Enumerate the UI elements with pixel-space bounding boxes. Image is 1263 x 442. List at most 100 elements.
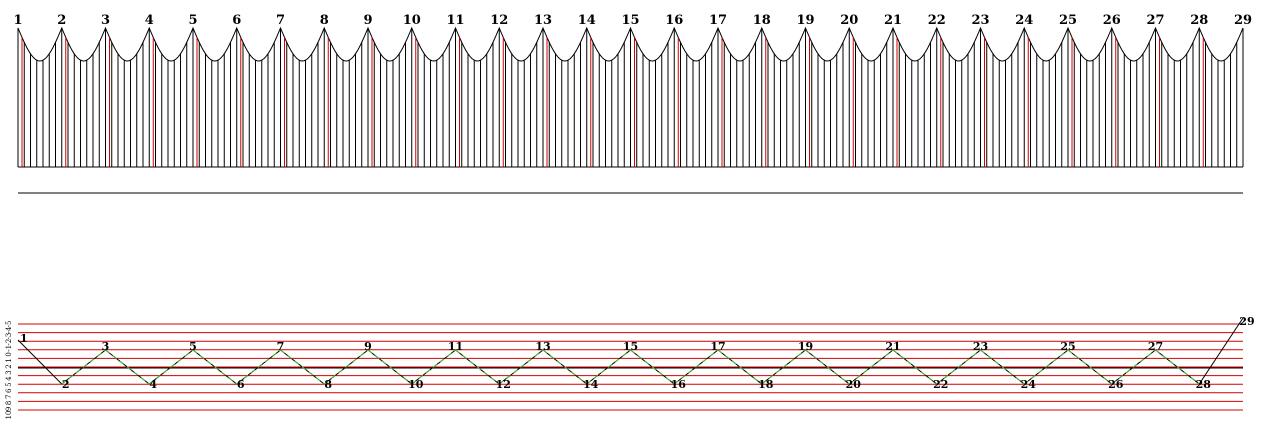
top-post-label: 12 xyxy=(490,13,508,28)
top-post-label: 21 xyxy=(884,13,902,28)
top-post-label: 1 xyxy=(13,13,22,28)
top-post-label: 15 xyxy=(621,13,639,28)
bottom-zigzag-green-edge xyxy=(455,349,500,385)
bottom-node-label: 28 xyxy=(1196,378,1212,391)
top-post-label: 28 xyxy=(1190,13,1208,28)
bottom-zigzag-green-edge xyxy=(542,349,588,385)
bottom-zigzag-green-edge xyxy=(148,349,194,385)
bottom-side-label: -1 xyxy=(5,345,13,352)
bottom-node-label: 22 xyxy=(933,378,948,391)
bottom-zigzag-green-edge xyxy=(1023,349,1069,385)
top-post-label: 3 xyxy=(101,13,110,28)
top-post-label: 26 xyxy=(1103,13,1121,28)
bottom-side-label: 10 xyxy=(5,411,13,420)
bottom-zigzag-green-edge xyxy=(105,349,150,385)
top-post-label: 19 xyxy=(796,13,814,28)
bottom-node-label: 24 xyxy=(1021,378,1037,391)
top-post-label: 17 xyxy=(709,13,727,28)
bottom-node-label: 7 xyxy=(277,340,285,353)
bottom-zigzag-edge xyxy=(1198,317,1244,385)
bottom-node-label: 3 xyxy=(102,340,110,353)
bottom-side-label: -3 xyxy=(5,333,13,340)
bottom-profile-panel: 1234567891011121314151617181920212223242… xyxy=(5,315,1255,419)
bottom-side-label: 4 xyxy=(5,376,13,381)
top-post-label: 20 xyxy=(840,13,858,28)
bottom-node-label: 16 xyxy=(671,378,687,391)
bottom-zigzag-green-edge xyxy=(498,349,544,385)
bottom-node-label: 19 xyxy=(798,340,813,353)
bottom-zigzag-green-edge xyxy=(280,349,325,385)
bottom-side-label: 6 xyxy=(5,388,13,393)
bottom-node-label: 5 xyxy=(189,340,197,353)
bottom-node-label: 4 xyxy=(149,378,157,391)
bottom-side-label: 3 xyxy=(5,370,13,374)
top-post-label: 7 xyxy=(276,13,285,28)
top-post-label: 18 xyxy=(753,13,771,28)
bottom-node-label: 11 xyxy=(448,340,463,353)
bottom-node-label: 25 xyxy=(1060,340,1075,353)
top-post-label: 27 xyxy=(1146,13,1164,28)
bottom-zigzag-green-edge xyxy=(1067,349,1113,385)
bottom-zigzag-green-edge xyxy=(367,349,413,385)
bottom-side-label: 9 xyxy=(5,407,13,411)
bottom-zigzag-green-edge xyxy=(586,349,631,385)
bottom-zigzag-green-edge xyxy=(848,349,894,385)
bottom-zigzag-edge xyxy=(17,339,63,385)
top-post-label: 23 xyxy=(971,13,989,28)
bottom-zigzag-green-edge xyxy=(717,349,763,385)
bottom-zigzag-green-edge xyxy=(805,349,850,385)
bottom-node-label: 18 xyxy=(758,378,774,391)
bottom-side-label: -5 xyxy=(5,321,13,328)
top-post-label: 9 xyxy=(363,13,372,28)
bottom-node-label: 9 xyxy=(364,340,372,353)
bottom-side-label: 2 xyxy=(5,364,13,368)
bottom-node-label: 15 xyxy=(623,340,638,353)
top-post-label: 4 xyxy=(145,13,154,28)
bottom-node-label: 6 xyxy=(237,378,245,391)
bottom-zigzag-green-edge xyxy=(1155,349,1200,385)
bottom-side-label: 5 xyxy=(5,382,13,386)
bottom-node-label: 21 xyxy=(885,340,900,353)
top-post-label: 22 xyxy=(928,13,946,28)
bottom-node-label: 23 xyxy=(973,340,988,353)
bottom-zigzag-green-edge xyxy=(1111,349,1156,385)
top-post-label: 2 xyxy=(57,13,66,28)
bottom-zigzag-green-edge xyxy=(980,349,1025,385)
bottom-side-label: -2 xyxy=(5,339,13,346)
bottom-node-label: 12 xyxy=(496,378,511,391)
top-post-label: 6 xyxy=(232,13,241,28)
bottom-node-label: 14 xyxy=(583,378,599,391)
bottom-zigzag-green-edge xyxy=(936,349,981,385)
bottom-node-label: 20 xyxy=(846,378,862,391)
bottom-zigzag-green-edge xyxy=(323,349,369,385)
top-post-label: 16 xyxy=(665,13,683,28)
bottom-side-label: -4 xyxy=(5,326,13,333)
top-post-label: 24 xyxy=(1015,13,1033,28)
bottom-zigzag-green-edge xyxy=(236,349,281,385)
bottom-node-label: 2 xyxy=(62,378,70,391)
bottom-side-label: 8 xyxy=(5,401,13,405)
bottom-node-label: 27 xyxy=(1148,340,1163,353)
bottom-zigzag-green-edge xyxy=(673,349,719,385)
bottom-side-label: 1 xyxy=(5,358,13,362)
bottom-zigzag-green-edge xyxy=(411,349,456,385)
bottom-zigzag-green-edge xyxy=(61,349,106,385)
top-post-label: 13 xyxy=(534,13,552,28)
top-post-label: 14 xyxy=(578,13,596,28)
bottom-node-label: 29 xyxy=(1239,315,1254,328)
bottom-zigzag-green-edge xyxy=(761,349,806,385)
top-post-label: 8 xyxy=(320,13,329,28)
bottom-node-label: 13 xyxy=(535,340,550,353)
bottom-zigzag-green-edge xyxy=(192,349,238,385)
bottom-zigzag-green-edge xyxy=(892,349,938,385)
top-post-label: 5 xyxy=(188,13,197,28)
bottom-side-label: 7 xyxy=(5,395,13,399)
top-post-label: 10 xyxy=(403,13,421,28)
top-post-label: 25 xyxy=(1059,13,1077,28)
top-post-label: 11 xyxy=(446,13,464,28)
bottom-node-label: 17 xyxy=(710,340,725,353)
top-post-label: 29 xyxy=(1234,13,1252,28)
bottom-node-label: 1 xyxy=(20,332,28,345)
